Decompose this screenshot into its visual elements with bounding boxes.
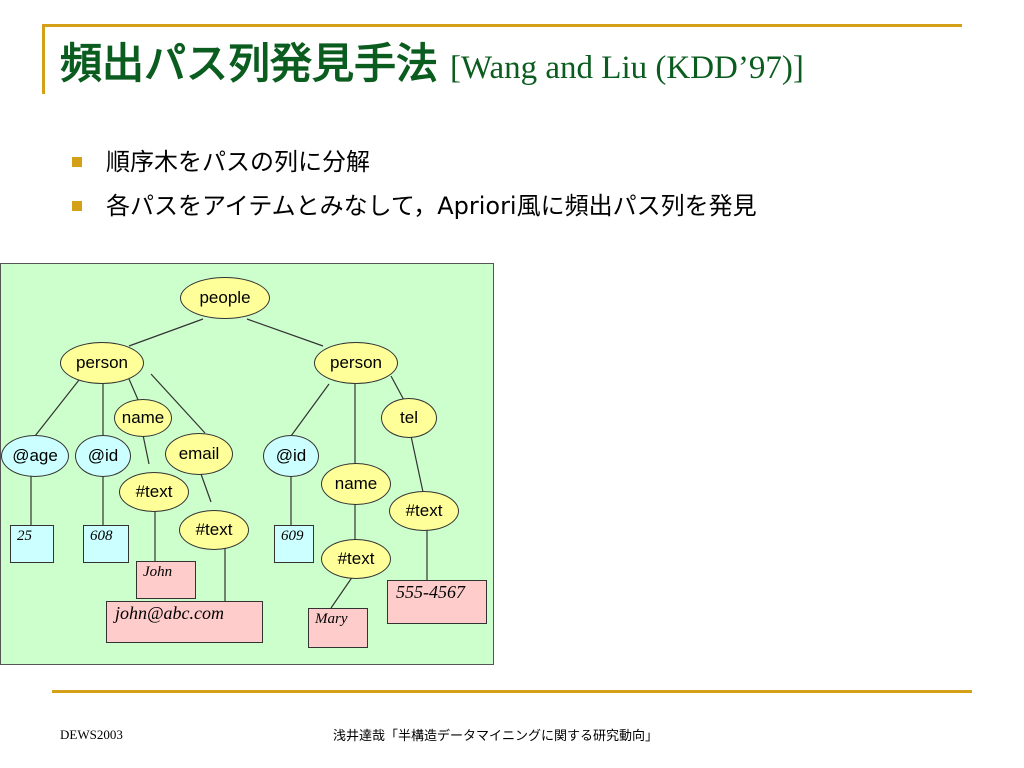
bullet-item: 各パスをアイテムとみなして，Apriori風に頻出パス列を発見: [66, 184, 757, 228]
edge-person-right-tel: [390, 375, 406, 403]
node-text-name-right: #text: [321, 539, 391, 579]
edge-person-right-id: [290, 383, 330, 437]
node-text-email: #text: [179, 510, 249, 550]
bullet-text: 順序木をパスの列に分解: [106, 148, 370, 176]
bullet-square-icon: [72, 157, 82, 167]
node-text-name-left: #text: [119, 472, 189, 512]
node-people: people: [180, 277, 270, 319]
slide-title-reference: [Wang and Liu (KDD’97)]: [450, 50, 804, 86]
bullet-item: 順序木をパスの列に分解: [66, 140, 757, 184]
edge-name-left-text: [142, 434, 150, 465]
node-name-right: name: [321, 463, 391, 505]
edge-people-person-right: [246, 318, 324, 347]
node-tel: tel: [381, 398, 437, 438]
slide-title: 頻出パス列発見手法 [Wang and Liu (KDD’97)]: [60, 34, 804, 98]
value-id-left: 608: [83, 525, 129, 563]
footer-divider: [52, 690, 972, 693]
edge-email-text: [200, 473, 212, 503]
value-name-right: Mary: [308, 608, 368, 648]
value-email: john@abc.com: [106, 601, 263, 643]
node-age: @age: [1, 435, 69, 477]
edge-person-left-age: [34, 379, 80, 437]
footer-author-title: 浅井達哉「半構造データマイニングに関する研究動向」: [333, 729, 659, 744]
bullet-square-icon: [72, 201, 82, 211]
node-email: email: [165, 433, 233, 475]
edge-text-name-right-value: [330, 575, 354, 609]
slide-title-main: 頻出パス列発見手法: [60, 39, 439, 88]
value-age: 25: [10, 525, 54, 563]
edge-person-left-name: [128, 378, 140, 403]
node-id-left: @id: [75, 435, 131, 477]
node-id-right: @id: [263, 435, 319, 477]
edge-person-left-email: [150, 373, 206, 434]
bullet-list: 順序木をパスの列に分解 各パスをアイテムとみなして，Apriori風に頻出パス列…: [66, 140, 757, 228]
tree-edges: [30, 318, 428, 609]
edge-people-person-left: [128, 318, 204, 347]
bullet-text: 各パスをアイテムとみなして，Apriori風に頻出パス列を発見: [106, 192, 757, 220]
xml-tree-diagram: people person person @age @id name email…: [0, 263, 494, 665]
value-tel: 555-4567: [387, 580, 487, 624]
title-frame-vertical: [42, 24, 45, 94]
node-name-left: name: [114, 399, 172, 437]
edge-tel-text: [410, 435, 424, 493]
footer-conference: DEWS2003: [60, 727, 123, 742]
title-frame-horizontal: [42, 24, 962, 27]
node-text-tel: #text: [389, 491, 459, 531]
node-person-right: person: [314, 342, 398, 384]
node-person-left: person: [60, 342, 144, 384]
value-name-left: John: [136, 561, 196, 599]
value-id-right: 609: [274, 525, 314, 563]
